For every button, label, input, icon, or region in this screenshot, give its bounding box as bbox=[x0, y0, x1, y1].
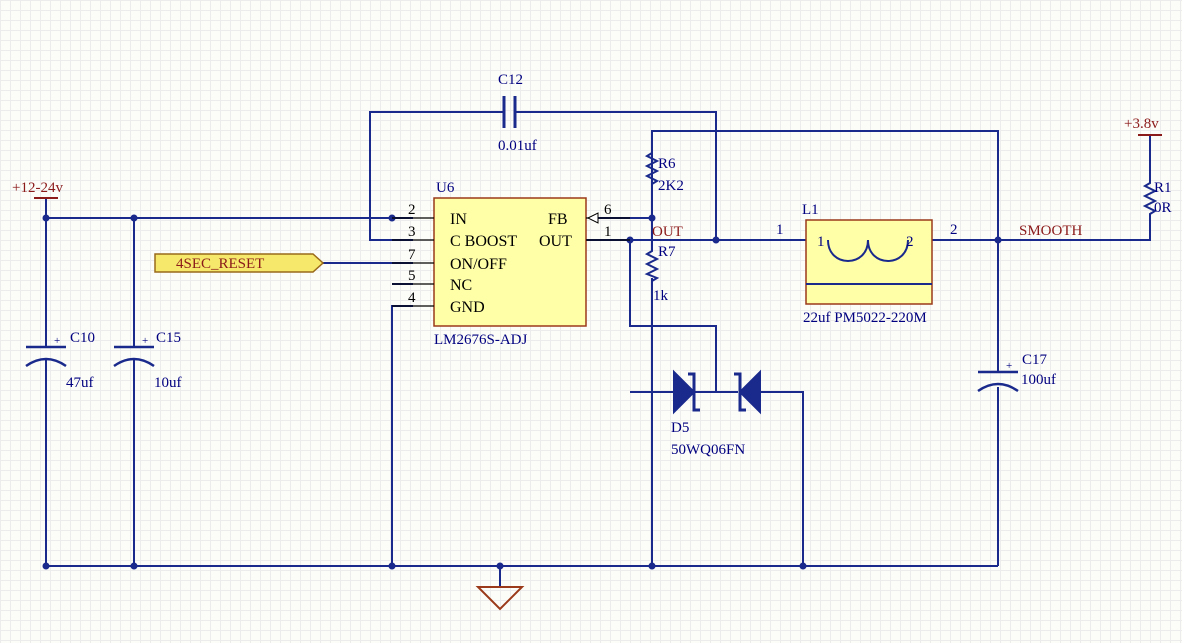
resistor-icon bbox=[1142, 180, 1158, 216]
wire-c12-left bbox=[369, 111, 503, 241]
c12-value: 0.01uf bbox=[498, 138, 537, 154]
capacitor-icon bbox=[502, 96, 517, 128]
junction-dot bbox=[496, 562, 504, 570]
pin-name: C BOOST bbox=[450, 233, 517, 250]
d5-value: 50WQ06FN bbox=[671, 442, 745, 458]
wire-c12-right bbox=[516, 111, 717, 240]
c12-designator: C12 bbox=[498, 72, 523, 88]
fb-input-arrow-icon bbox=[586, 212, 599, 224]
junction-dot bbox=[42, 214, 50, 222]
l1-pin1-number: 1 bbox=[776, 222, 784, 238]
capacitor-c10[interactable]: + C10 47uf bbox=[25, 330, 95, 391]
junction-dot bbox=[42, 562, 50, 570]
power-port-vout[interactable]: +3.8v bbox=[1124, 116, 1162, 136]
inductor-l1[interactable]: 1 2 1 2 L1 22uf PM5022-220M bbox=[776, 202, 958, 326]
l1-value: 22uf PM5022-220M bbox=[803, 310, 927, 326]
wire-smooth bbox=[932, 215, 1151, 241]
junction-dot bbox=[130, 214, 138, 222]
pin-name: FB bbox=[548, 211, 568, 228]
junction-dot bbox=[799, 562, 807, 570]
ic-u6[interactable]: 2 3 7 5 4 6 1 IN C BOOST ON/OFF NC GND F… bbox=[392, 180, 630, 348]
l1-pin2-inside: 2 bbox=[906, 234, 914, 250]
wire-out-to-diode bbox=[629, 240, 717, 392]
r7-designator: R7 bbox=[658, 244, 676, 260]
r1-value: 0R bbox=[1154, 200, 1172, 216]
net-label-smooth[interactable]: SMOOTH bbox=[1019, 223, 1083, 239]
pin-name: GND bbox=[450, 299, 485, 316]
l1-pin1-inside: 1 bbox=[817, 234, 825, 250]
power-port-vout-label: +3.8v bbox=[1124, 116, 1159, 132]
r6-value: 2K2 bbox=[658, 178, 684, 194]
d5-designator: D5 bbox=[671, 420, 689, 436]
inductor-l1-body bbox=[805, 219, 933, 305]
capacitor-icon bbox=[977, 370, 1019, 393]
r7-value: 1k bbox=[653, 288, 669, 304]
c17-designator: C17 bbox=[1022, 352, 1048, 368]
c15-designator: C15 bbox=[156, 330, 181, 346]
r6-designator: R6 bbox=[658, 156, 676, 172]
pin-number: 4 bbox=[408, 290, 416, 306]
pin-name: IN bbox=[450, 211, 467, 228]
port-4sec-reset[interactable]: 4SEC_RESET bbox=[154, 253, 325, 273]
ic-u6-body bbox=[433, 197, 587, 327]
port-4sec-reset-label: 4SEC_RESET bbox=[176, 256, 264, 272]
wires bbox=[45, 111, 1151, 586]
capacitor-c17[interactable]: + C17 100uf bbox=[977, 352, 1056, 393]
l1-pin2-number: 2 bbox=[950, 222, 958, 238]
capacitor-icon bbox=[25, 345, 67, 368]
c15-plus: + bbox=[142, 335, 148, 347]
power-port-vin[interactable]: +12-24v bbox=[12, 180, 63, 199]
pin-number: 1 bbox=[604, 224, 612, 240]
resistor-icon bbox=[644, 248, 660, 282]
u6-designator: U6 bbox=[436, 180, 455, 196]
pin-number: 2 bbox=[408, 202, 416, 218]
ic-u6-pins bbox=[392, 217, 630, 307]
l1-designator: L1 bbox=[802, 202, 819, 218]
c10-plus: + bbox=[54, 335, 60, 347]
pin-name: ON/OFF bbox=[450, 256, 507, 273]
resistor-r6[interactable]: R6 2K2 bbox=[644, 150, 684, 194]
resistor-r1[interactable]: R1 0R bbox=[1142, 180, 1172, 216]
resistor-icon bbox=[644, 150, 660, 190]
c15-value: 10uf bbox=[154, 375, 182, 391]
pin-name: NC bbox=[450, 277, 472, 294]
ground-icon[interactable] bbox=[475, 586, 525, 611]
junction-dot bbox=[712, 236, 720, 244]
inductor-icon bbox=[827, 239, 909, 262]
junctions bbox=[42, 214, 1002, 570]
pin-number: 6 bbox=[604, 202, 612, 218]
diode-d5[interactable]: D5 50WQ06FN bbox=[671, 369, 761, 458]
junction-dot bbox=[994, 236, 1002, 244]
capacitor-c12[interactable]: C12 0.01uf bbox=[498, 72, 537, 154]
u6-part: LM2676S-ADJ bbox=[434, 332, 528, 348]
pin-number: 3 bbox=[408, 224, 416, 240]
c10-designator: C10 bbox=[70, 330, 95, 346]
c17-plus: + bbox=[1006, 360, 1012, 372]
port-shape bbox=[154, 253, 325, 273]
pin-number: 5 bbox=[408, 268, 416, 284]
junction-dot bbox=[648, 214, 656, 222]
wire-d5-right bbox=[760, 391, 804, 566]
capacitor-icon bbox=[113, 345, 155, 368]
capacitor-c15[interactable]: + C15 10uf bbox=[113, 330, 182, 391]
resistor-r7[interactable]: R7 1k bbox=[644, 244, 676, 304]
power-port-vin-label: +12-24v bbox=[12, 180, 63, 196]
wire-gnd-pin bbox=[391, 305, 413, 566]
net-label-out[interactable]: OUT bbox=[652, 224, 683, 240]
diode-icon bbox=[673, 369, 761, 415]
pin-name: OUT bbox=[539, 233, 572, 250]
pin-number: 7 bbox=[408, 247, 416, 263]
c10-value: 47uf bbox=[66, 375, 94, 391]
junction-dot bbox=[130, 562, 138, 570]
junction-dot bbox=[648, 562, 656, 570]
c17-value: 100uf bbox=[1021, 372, 1056, 388]
r1-designator: R1 bbox=[1154, 180, 1172, 196]
junction-dot bbox=[388, 562, 396, 570]
